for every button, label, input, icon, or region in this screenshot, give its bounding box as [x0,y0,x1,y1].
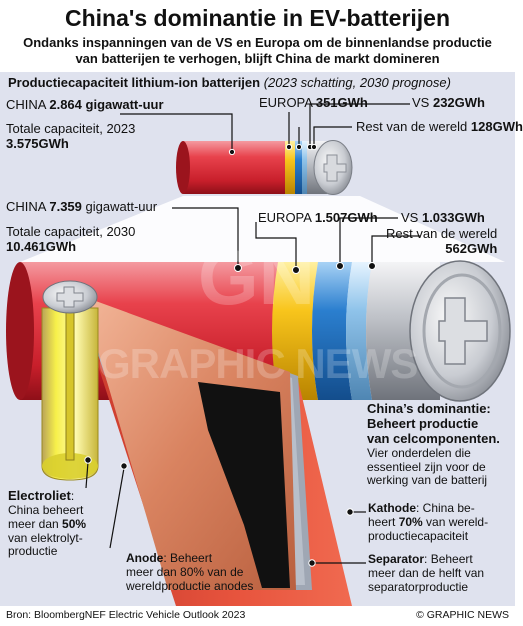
battery-2023-europa-segment [285,141,295,194]
leader-dots [84,143,376,567]
china-2023-label: CHINA [6,97,46,112]
kathode-text-2a: heert [368,514,399,529]
electrolyte-label: Electroliet: China beheert meer dan 50% … [8,488,87,559]
separator-text-2: meer dan de helft van [368,565,485,580]
section-heading: Productiecapaciteit lithium-ion batterij… [8,75,451,91]
electrolyte-pct: 50% [62,516,87,531]
battery-2023-rest-segment [302,141,307,194]
battery-2030-rest-segment [346,262,372,400]
vs-2023-value: 232GWh [432,95,485,110]
dominance-body-3: werking van de batterij [367,473,488,488]
battery-2023-china-segment [183,141,285,194]
label-2030-china: CHINA 7.359 gigawatt-uur [6,199,158,215]
subtitle-line2: van batterijen te verhogen, blijft China… [75,51,440,66]
rest-2023-value: 128GWh [470,119,523,134]
dominance-body-1: Vier onderdelen die [367,445,471,460]
black-current-collector [198,382,290,588]
total-2023-value: 3.575GWh [6,135,69,151]
separator-text-3: separatorproductie [368,579,469,594]
separator-name: Separator [368,552,425,566]
electrolyte-text-4: van elektrolyt- [8,530,83,545]
battery-2030-left-end [6,262,34,400]
page-title: China's dominantie in EV-batterijen [64,5,451,31]
anode-label: Anode: Beheert meer dan 80% van de werel… [126,551,254,593]
kathode-name: Kathode [368,501,416,515]
china-2023-unit: gigawatt-uur [85,97,164,112]
vs-2023-label: VS [412,95,430,110]
dominance-heading-2: Beheert productie [367,415,479,431]
electrolyte-text-5: productie [8,544,58,559]
anode-text-2: meer dan 80% van de [126,564,244,579]
europa-2023-value: 351GWh [315,95,368,110]
battery-2023-vs-segment [295,141,302,194]
dominance-block: China’s dominantie: Beheert productie va… [367,401,500,488]
label-2030-vs: VS 1.033GWh [401,210,485,226]
anode-text-1: : Beheert [163,551,213,565]
label-2030-europa: EUROPA 1.507GWh [258,210,378,226]
separator-label: Separator: Beheert meer dan de helft van… [368,552,485,594]
dominance-body-2: essentieel zijn voor de [367,459,486,474]
kathode-label: Kathode: China be- heert 70% van wereld-… [368,501,489,543]
anode-text-3: wereldproductie anodes [126,578,254,593]
china-2030-unit: gigawatt-uur [85,199,158,214]
europa-2030-value: 1.507GWh [314,210,378,225]
source-credit: Bron: BloombergNEF Electric Vehicle Outl… [6,609,246,621]
vs-2030-label: VS [401,210,419,225]
watermark-text: GRAPHIC NEWS [98,340,418,387]
subtitle-line1: Ondanks inspanningen van de VS en Europa… [23,35,492,50]
vs-2030-value: 1.033GWh [421,210,485,225]
leader-lines [85,103,420,564]
label-2023-total: Totale capaciteit, 2023 3.575GWh [6,121,136,152]
section-title: Productiecapaciteit lithium-ion batterij… [8,75,261,90]
dominance-heading-1: China’s dominantie: [367,401,491,416]
battery-2023 [176,140,353,195]
china-2030-value: 7.359 [49,199,82,214]
battery-2023-left-end [176,141,190,194]
electrolyte-text-2: China beheert [8,502,84,517]
battery-2030-europa-segment [272,262,318,400]
rest-2023-label: Rest van de wereld [356,119,468,134]
label-2023-rest: Rest van de wereld 128GWh [356,119,523,135]
internal-components [41,280,352,606]
separator-text-1: : Beheert [424,552,473,566]
europa-2030-label: EUROPA [258,210,312,225]
dominance-heading-3: van celcomponenten. [367,430,500,446]
anode-name: Anode [126,551,164,565]
europa-2023-label: EUROPA [259,95,313,110]
total-2030-label: Totale capaciteit, 2030 [6,224,136,239]
total-2023-label: Totale capaciteit, 2023 [6,121,136,136]
electrolyte-text-1: : [70,489,75,503]
label-2023-vs: VS 232GWh [412,95,485,111]
total-2030-value: 10.461GWh [6,238,77,254]
label-2023-china: CHINA 2.864 gigawatt-uur [6,97,164,113]
china-2030-label: CHINA [6,199,46,214]
section-note: (2023 schatting, 2030 prognose) [263,75,451,90]
zoom-cone [20,196,505,262]
electrolyte-text-3a: meer dan [8,516,63,531]
kathode-text-3: productiecapaciteit [368,528,469,543]
kathode-pct: 70% [398,514,423,529]
label-2030-total: Totale capaciteit, 2030 10.461GWh [6,224,136,255]
label-2030-rest: Rest van de wereld 562GWh [386,226,498,257]
rest-2030-label: Rest van de wereld [386,226,498,241]
electrolyte-name: Electroliet [8,488,71,503]
battery-2030-vs-segment [312,262,352,400]
rest-2030-value: 562GWh [445,240,498,256]
kathode-text-1: : China be- [416,501,475,515]
kathode-text-2b: van wereld- [422,514,489,529]
label-2023-europa: EUROPA 351GWh [259,95,368,111]
watermark-logo: GN [198,233,315,321]
china-2023-value: 2.864 [49,97,82,112]
copyright: © GRAPHIC NEWS [416,609,509,621]
